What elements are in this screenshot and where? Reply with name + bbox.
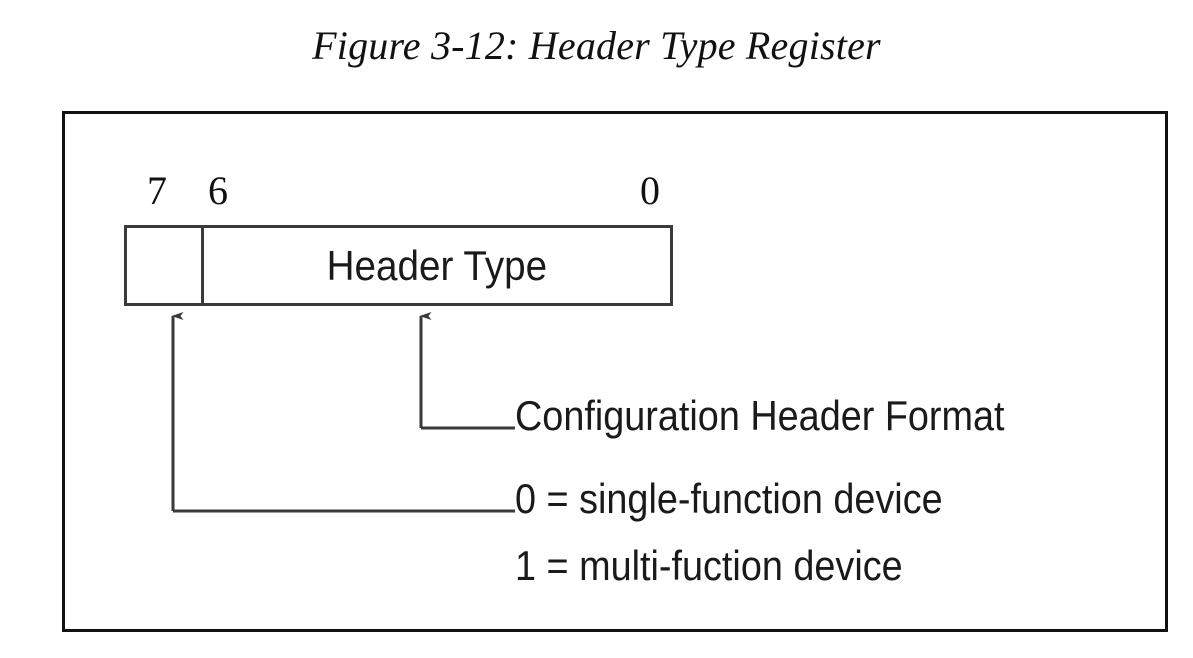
register-diagram: 7 6 0 Header Type Configuration He (65, 114, 1171, 635)
bit-label-6: 6 (208, 168, 228, 213)
header-type-field-label: Header Type (326, 241, 548, 289)
register-cell-bit-7 (127, 228, 204, 303)
callout-configuration-header-format: Configuration Header Format (515, 392, 1005, 439)
bit-label-7: 7 (147, 168, 167, 213)
bit-label-0: 0 (640, 168, 660, 213)
figure-title: Figure 3-12: Header Type Register (312, 23, 881, 68)
register-cell-header-type: Header Type (204, 228, 670, 303)
register-field-box: Header Type (124, 225, 673, 306)
callout-multi-function-device: 1 = multi-fuction device (515, 542, 903, 589)
leader-lines (171, 312, 515, 513)
callout-single-function-device: 0 = single-function device (515, 475, 943, 522)
figure-frame: 7 6 0 Header Type Configuration He (62, 111, 1168, 632)
